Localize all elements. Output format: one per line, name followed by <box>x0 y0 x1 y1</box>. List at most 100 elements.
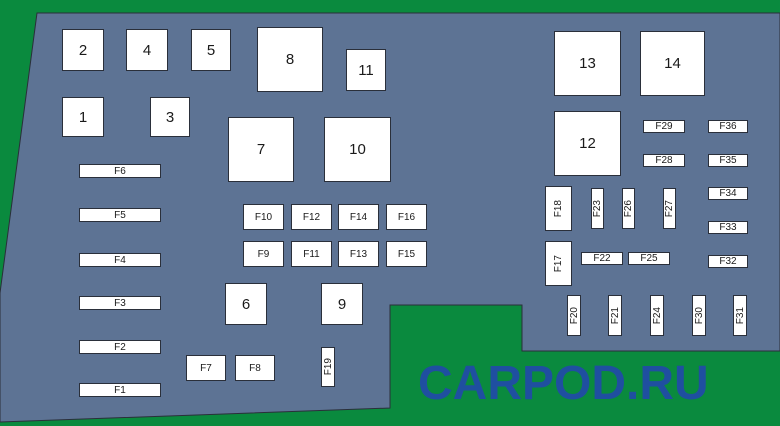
fuse-f13: F13 <box>338 241 379 267</box>
fuse-f21: F21 <box>608 295 622 336</box>
relay-7: 7 <box>228 117 294 182</box>
fuse-label: F35 <box>719 155 737 166</box>
fuse-f30: F30 <box>692 295 706 336</box>
fuse-f12: F12 <box>291 204 332 230</box>
relay-label: 1 <box>78 108 88 126</box>
fuse-label: F34 <box>719 188 737 199</box>
fuse-f3: F3 <box>79 296 161 310</box>
fuse-label: F9 <box>257 248 270 260</box>
relay-1: 1 <box>62 97 104 137</box>
fuse-f20: F20 <box>567 295 581 336</box>
fuse-f32: F32 <box>708 255 748 268</box>
fuse-label: F29 <box>655 121 673 132</box>
relay-label: 14 <box>664 55 681 72</box>
fuse-f11: F11 <box>291 241 332 267</box>
fuse-label: F30 <box>693 306 705 325</box>
relay-label: 13 <box>579 55 596 72</box>
fuse-f9: F9 <box>243 241 284 267</box>
relay-label: 5 <box>206 41 216 59</box>
fuse-label: F14 <box>349 211 368 223</box>
relay-label: 9 <box>337 295 347 313</box>
relay-label: 11 <box>358 61 374 79</box>
relay-5: 5 <box>191 29 231 71</box>
relay-label: 7 <box>256 141 266 158</box>
fuse-label: F25 <box>640 253 658 264</box>
fuse-label: F1 <box>114 384 126 396</box>
fuse-label: F11 <box>303 248 320 260</box>
relay-10: 10 <box>324 117 391 182</box>
fuse-label: F28 <box>655 155 673 166</box>
fuse-label: F3 <box>114 297 126 309</box>
relay-6: 6 <box>225 283 267 325</box>
fuse-f35: F35 <box>708 154 748 167</box>
fuse-label: F7 <box>200 362 212 374</box>
fuse-label: F6 <box>114 165 126 177</box>
fuse-label: F5 <box>114 209 126 221</box>
fuse-f27: F27 <box>663 188 676 229</box>
relay-label: 10 <box>349 141 366 158</box>
fuse-label: F10 <box>254 211 273 223</box>
relay-label: 12 <box>579 135 596 152</box>
fuse-label: F19 <box>322 358 334 376</box>
relay-14: 14 <box>640 31 705 96</box>
fuse-label: F15 <box>397 248 416 260</box>
relay-2: 2 <box>62 29 104 71</box>
fuse-label: F23 <box>592 199 603 218</box>
fuse-f2: F2 <box>79 340 161 354</box>
relay-label: 2 <box>78 41 88 59</box>
relay-label: 3 <box>165 108 175 126</box>
fuse-f7: F7 <box>186 355 226 381</box>
relay-11: 11 <box>346 49 386 91</box>
fuse-f36: F36 <box>708 120 748 133</box>
fuse-label: F20 <box>568 306 580 325</box>
fuse-label: F8 <box>249 362 261 374</box>
fuse-f14: F14 <box>338 204 379 230</box>
fuse-f26: F26 <box>622 188 635 229</box>
fuse-label: F13 <box>349 248 368 260</box>
fuse-f17: F17 <box>545 241 572 286</box>
fuse-f18: F18 <box>545 186 572 231</box>
fuse-f15: F15 <box>386 241 427 267</box>
watermark: CARPOD.RU <box>418 357 709 410</box>
fuse-f5: F5 <box>79 208 161 222</box>
fuse-label: F4 <box>114 254 126 266</box>
fuse-label: F16 <box>397 211 416 223</box>
fuse-f16: F16 <box>386 204 427 230</box>
fuse-f33: F33 <box>708 221 748 234</box>
relay-13: 13 <box>554 31 621 96</box>
fuse-label: F32 <box>719 256 737 267</box>
fuse-f4: F4 <box>79 253 161 267</box>
fuse-label: F36 <box>719 121 737 132</box>
fuse-label: F26 <box>623 199 634 218</box>
relay-label: 4 <box>142 41 152 59</box>
fuse-label: F21 <box>609 306 621 325</box>
fuse-f24: F24 <box>650 295 664 336</box>
fuse-f19: F19 <box>321 347 335 387</box>
fuse-f6: F6 <box>79 164 161 178</box>
fuse-label: F17 <box>553 254 564 273</box>
fuse-label: F18 <box>553 199 564 218</box>
fuse-f23: F23 <box>591 188 604 229</box>
fuse-label: F12 <box>302 211 321 223</box>
fuse-f31: F31 <box>733 295 747 336</box>
fuse-f8: F8 <box>235 355 275 381</box>
fuse-label: F24 <box>651 306 663 325</box>
relay-4: 4 <box>126 29 168 71</box>
fuse-f25: F25 <box>628 252 670 265</box>
fuse-f34: F34 <box>708 187 748 200</box>
fuse-label: F2 <box>114 341 126 353</box>
fuse-label: F27 <box>664 199 675 218</box>
relay-label: 8 <box>285 51 295 68</box>
fuse-f1: F1 <box>79 383 161 397</box>
relay-8: 8 <box>257 27 323 92</box>
fuse-f28: F28 <box>643 154 685 167</box>
fuse-label: F31 <box>734 306 746 325</box>
fuse-f10: F10 <box>243 204 284 230</box>
fuse-f22: F22 <box>581 252 623 265</box>
fuse-label: F33 <box>719 222 737 233</box>
relay-label: 6 <box>241 295 251 313</box>
relay-9: 9 <box>321 283 363 325</box>
fuse-f29: F29 <box>643 120 685 133</box>
relay-12: 12 <box>554 111 621 176</box>
relay-3: 3 <box>150 97 190 137</box>
